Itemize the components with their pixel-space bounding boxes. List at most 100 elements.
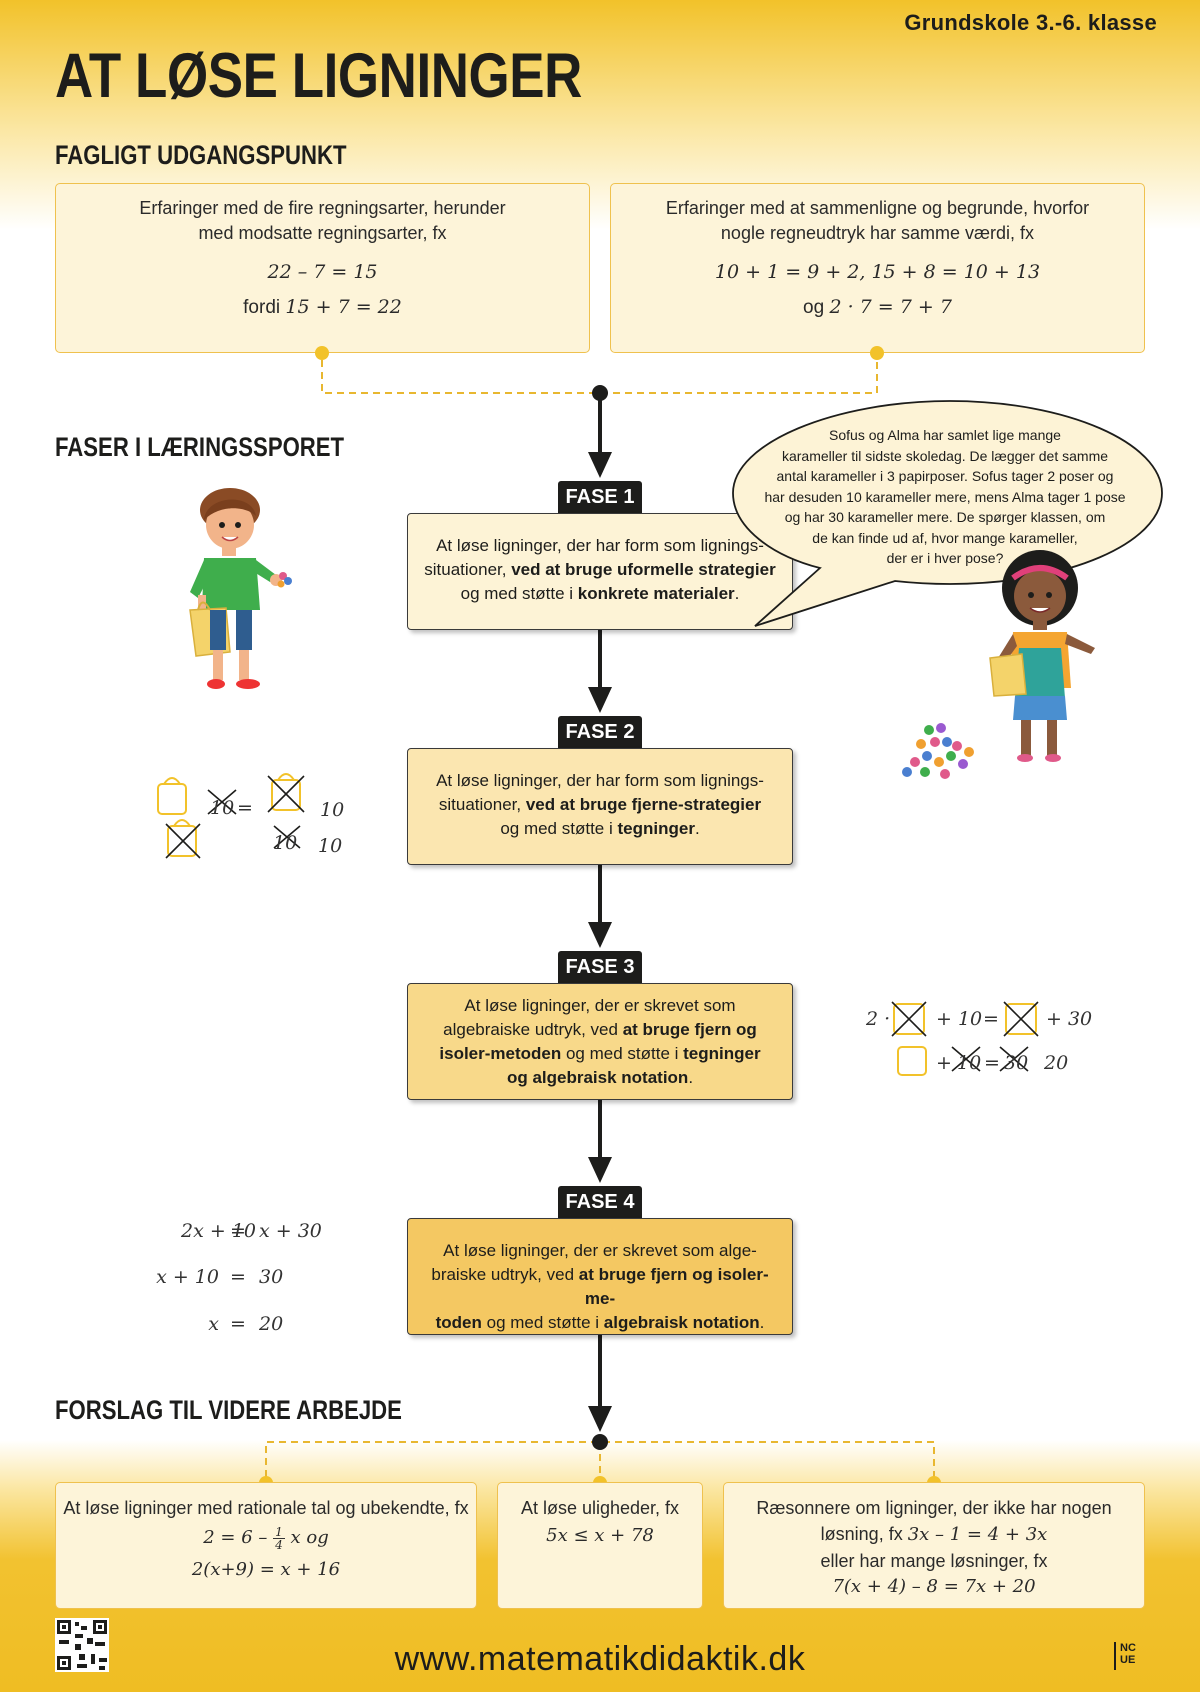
phase-3-text: 30 — [1004, 1052, 1029, 1074]
box-text: At løse ligninger med rationale tal og u… — [63, 1498, 469, 1518]
phase-1-box: At løse ligninger, der har form som lign… — [407, 513, 793, 630]
phase-text-bold: og algebraisk notation — [506, 1068, 689, 1087]
phase-2-label: FASE 2 — [558, 716, 642, 748]
phase-text-bold: isoler-metoden — [439, 1044, 562, 1063]
phase-4-box: At løse ligninger, der er skrevet som al… — [407, 1218, 793, 1335]
starting-point-box-left: Erfaringer med de fire regningsarter, he… — [55, 183, 590, 353]
bubble-line: har desuden 10 karameller mere, mens Alm… — [764, 488, 1126, 505]
section-heading-starting-point: FAGLIGT UDGANGSPUNKT — [55, 140, 347, 170]
math-expression: 10 + 1 = 9 + 2, 15 + 8 = 10 + 13 — [714, 261, 1041, 283]
phase-text-bold: ved at bruge uformelle strategier — [511, 560, 776, 579]
phase-2-num: 10 — [320, 799, 345, 821]
math-expression: 2 = 6 – 1 4 x og — [56, 1525, 476, 1551]
phase-1-label: FASE 1 — [558, 481, 642, 513]
equation-eq: = — [230, 1220, 246, 1242]
website-link[interactable]: www.matematikdidaktik.dk — [394, 1640, 806, 1678]
fraction-denominator: 4 — [275, 1537, 283, 1552]
bubble-line: Sofus og Alma har samlet lige mange — [829, 427, 1061, 443]
phase-2-num: 10 — [273, 832, 298, 854]
equation-lhs: 2x + 10 — [181, 1220, 256, 1242]
phase-text: situationer, — [438, 795, 526, 814]
page-title: AT LØSE LIGNINGER — [55, 41, 582, 111]
box-text: nogle regneudtryk har samme værdi, fx — [720, 223, 1035, 243]
phase-3-text: = — [984, 1052, 1000, 1074]
box-text: med modsatte regningsarter, fx — [198, 223, 447, 243]
phase-3-text: + 30 — [1046, 1008, 1093, 1030]
equation-rhs: 20 — [259, 1313, 284, 1335]
phase-text-bold: tegninger — [683, 1044, 761, 1063]
phase-2-num: 10 — [318, 835, 343, 857]
phase-3-text: 20 — [1044, 1052, 1069, 1074]
candy-pile-icon — [902, 723, 974, 779]
phase-text: algebraiske udtryk, ved — [443, 1020, 623, 1039]
phase-text: . — [694, 819, 700, 838]
math-expression: 7(x + 4) – 8 = 7x + 20 — [832, 1576, 1036, 1597]
box-text: løsning, fx — [820, 1524, 908, 1544]
bubble-line: karameller til sidste skoledag. De lægge… — [781, 447, 1109, 464]
section-heading-further-work: FORSLAG TIL VIDERE ARBEJDE — [55, 1395, 402, 1425]
candy-handful-icon — [277, 572, 292, 588]
phase-text-bold: toden — [435, 1313, 482, 1332]
phase-2-eq-sign: = — [237, 797, 253, 819]
box-text: eller har mange løsninger, fx — [820, 1551, 1048, 1571]
boy-illustration — [189, 488, 292, 689]
phase-text-bold: ved at bruge fjerne-strategier — [525, 795, 762, 814]
section-heading-phases: FASER I LÆRINGSSPORET — [55, 432, 345, 462]
math-part: 2 = 6 – — [203, 1527, 268, 1548]
math-expression: 22 – 7 = 15 — [267, 261, 378, 283]
phase-text-bold: at bruge fjern og isoler-me- — [578, 1265, 769, 1308]
phase-text: situationer, — [424, 560, 512, 579]
math-expression: 3x – 1 = 4 + 3x — [907, 1524, 1048, 1545]
phase-text: og med støtte i — [500, 819, 618, 838]
phase-3-text: = — [983, 1008, 999, 1030]
phase-4-label: FASE 4 — [558, 1186, 642, 1218]
phase-text: og med støtte i — [460, 584, 578, 603]
phase-text: . — [759, 1313, 765, 1332]
equation-lhs: x + 10 — [156, 1266, 219, 1288]
fraction: 1 4 — [273, 1526, 285, 1551]
phase-3-text: + — [936, 1052, 952, 1074]
phase-3-label: FASE 3 — [558, 951, 642, 983]
phase-text: At løse ligninger, der har form som lign… — [436, 771, 764, 790]
math-prefix: og — [803, 297, 830, 318]
bubble-line: de kan finde ud af, hvor mange karamelle… — [812, 529, 1078, 546]
phase-3-text: 10 — [957, 1052, 982, 1074]
equation-rhs: x + 30 — [259, 1220, 322, 1242]
phase-text-bold: algebraisk notation — [603, 1313, 760, 1332]
equation-rhs: 30 — [259, 1266, 284, 1288]
phase-3-text: 2 · — [866, 1008, 891, 1030]
phase-text: At løse ligninger, der er skrevet som al… — [443, 1241, 757, 1260]
box-text: Erfaringer med at sammenligne og begrund… — [665, 198, 1090, 218]
flow-arrows — [588, 400, 612, 1432]
starting-point-box-right: Erfaringer med at sammenligne og begrund… — [610, 183, 1145, 353]
equation-eq: = — [230, 1266, 246, 1288]
publisher-logo: NC UE — [1114, 1642, 1148, 1670]
math-prefix: fordi — [243, 297, 286, 318]
phase-2-box: At løse ligninger, der har form som lign… — [407, 748, 793, 865]
phase-text: braiske udtryk, ved — [431, 1265, 579, 1284]
box-text: At løse uligheder, fx — [520, 1498, 680, 1518]
phase-2-bag-drawing — [157, 773, 305, 859]
phase-text: og med støtte i — [481, 1313, 604, 1332]
phase-text: . — [688, 1068, 694, 1087]
math-part: x og — [290, 1527, 329, 1548]
phase-text-bold: konkrete materialer — [577, 584, 735, 603]
box-text: Erfaringer med de fire regningsarter, he… — [139, 198, 506, 218]
math-expression: 5x ≤ x + 78 — [546, 1525, 654, 1546]
speech-bubble-text: Sofus og Alma har samlet lige mange kara… — [735, 425, 1155, 569]
equation-eq: = — [230, 1313, 246, 1335]
phase-text: At løse ligninger, der har form som lign… — [436, 536, 764, 555]
further-box-3: Ræsonnere om ligninger, der ikke har nog… — [723, 1482, 1145, 1609]
math-expression: 2(x+9) = x + 16 — [191, 1559, 341, 1580]
math-expression: 15 + 7 = 22 — [285, 296, 402, 318]
top-connector — [315, 346, 884, 401]
girl-illustration — [989, 550, 1095, 762]
math-expression: 2 · 7 = 7 + 7 — [829, 296, 952, 318]
phase-3-text: + 10 — [936, 1008, 983, 1030]
qr-code-icon[interactable] — [55, 1618, 109, 1672]
further-box-2: At løse uligheder, fx 5x ≤ x + 78 — [497, 1482, 703, 1609]
phase-text: og med støtte i — [561, 1044, 684, 1063]
bubble-line: antal karameller i 3 papirposer. Sofus t… — [776, 468, 1114, 484]
further-box-1: At løse ligninger med rationale tal og u… — [55, 1482, 477, 1609]
